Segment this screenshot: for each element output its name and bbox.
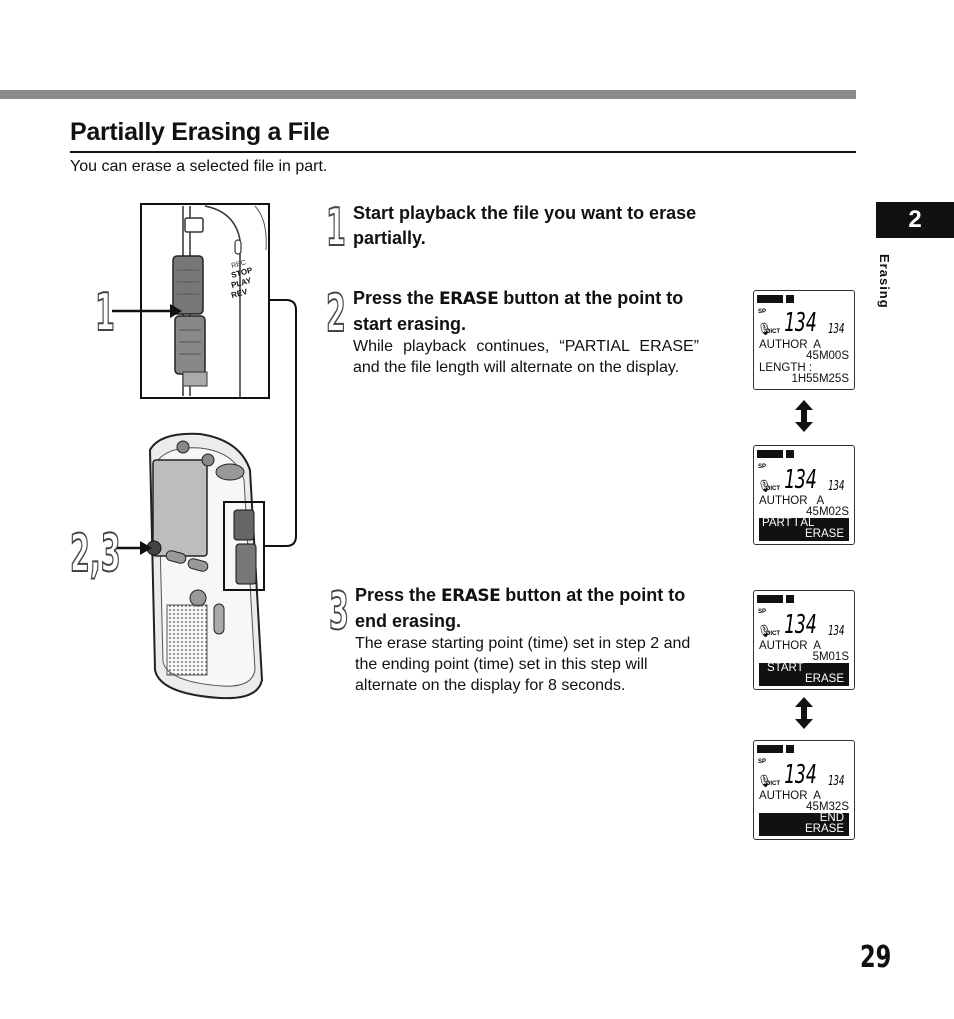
lcd-status-text: ERASE	[805, 673, 844, 685]
lcd-line-time: 45M02S	[806, 506, 849, 518]
lcd-status-text: ERASE	[805, 823, 844, 835]
mic-icon: 🎙	[757, 322, 772, 336]
lcd-status-bar: END ERASE	[759, 812, 849, 836]
lcd-small-digits: 134	[828, 478, 844, 493]
double-arrow-icon	[795, 697, 813, 729]
chapter-label: Erasing	[877, 254, 892, 309]
page-number: 29	[860, 940, 892, 975]
lcd-line-author: AUTHOR A	[759, 640, 821, 652]
lcd-digits: 134	[784, 465, 817, 495]
device-label-rec: REC	[231, 259, 247, 270]
svg-text:SP: SP	[758, 309, 766, 315]
lcd-status-bar: PART I AL ERASE	[759, 517, 849, 541]
svg-text:DICT: DICT	[766, 781, 780, 787]
callout-number-1: 1	[94, 283, 115, 343]
step-2-body: While playback continues, “PARTIAL ERASE…	[353, 338, 699, 376]
lcd-line-author: AUTHOR A	[759, 790, 821, 802]
lcd-line-length-label: LENGTH :	[759, 362, 813, 374]
step-number-3: 3	[328, 582, 349, 642]
svg-text:SP: SP	[758, 759, 766, 765]
lcd-small-digits: 134	[828, 321, 844, 336]
lcd-icon-row: SP 🎙 DICT 134 134	[757, 295, 844, 338]
svg-text:SP: SP	[758, 464, 766, 470]
mic-icon: 🎙	[757, 479, 772, 493]
lcd-icon-row: SP 🎙 DICT 134 134	[757, 595, 844, 640]
lcd-display: SP 🎙 DICT 134 134 AUTHOR A 45M02S PART I…	[753, 445, 855, 545]
lcd-status-text: START	[767, 662, 804, 674]
page-title: Partially Erasing a File	[70, 118, 330, 146]
lcd-status-text: PART I AL	[762, 517, 815, 529]
svg-text:DICT: DICT	[766, 329, 780, 335]
lcd-status-text: END	[819, 812, 844, 824]
mic-icon: 🎙	[757, 774, 772, 788]
lcd-small-digits: 134	[828, 773, 844, 788]
lcd-digits: 134	[784, 308, 817, 338]
step-3-body: The erase starting point (time) set in s…	[355, 635, 691, 694]
closeup-illustration	[140, 203, 270, 399]
step-number-2: 2	[325, 284, 346, 344]
title-underline	[70, 151, 856, 153]
lcd-display: SP 🎙 DICT 134 134 AUTHOR A 5M01S START E…	[753, 590, 855, 690]
callout-number-2-3: 2,3	[69, 524, 121, 584]
lcd-display: SP 🎙 DICT 134 134 AUTHOR A 45M00S LENGTH…	[753, 290, 855, 390]
lcd-icon-row: SP 🎙 DICT 134 134	[757, 450, 844, 495]
lcd-line-length: 1H55M25S	[791, 373, 849, 385]
lcd-line-author: AUTHOR A	[759, 339, 821, 351]
mic-icon: 🎙	[757, 624, 772, 638]
lcd-line-time: 5M01S	[812, 651, 849, 663]
step-1-heading: Start playback the file you want to eras…	[353, 203, 697, 248]
step-2-heading: Press the ERASE button at the point to s…	[353, 288, 684, 334]
step-number-1: 1	[325, 198, 346, 258]
lcd-line-author: AUTHOR A	[759, 495, 825, 507]
lcd-status-bar: START ERASE	[759, 662, 849, 686]
erase-key-label: ERASE	[439, 289, 499, 309]
svg-text:SP: SP	[758, 609, 766, 615]
intro-text: You can erase a selected file in part.	[70, 158, 328, 175]
svg-text:DICT: DICT	[766, 486, 780, 492]
double-arrow-icon	[795, 400, 813, 432]
step-3-heading: Press the ERASE button at the point to e…	[355, 585, 686, 631]
connector-line	[264, 299, 297, 547]
erase-key-label: ERASE	[441, 586, 501, 606]
lcd-line-time: 45M32S	[806, 801, 849, 813]
header-rule-bar	[0, 90, 856, 99]
lcd-digits: 134	[784, 610, 817, 640]
recorder-illustration	[146, 432, 265, 700]
lcd-small-digits: 134	[828, 623, 844, 638]
lcd-display: SP 🎙 DICT 134 134 AUTHOR A 45M32S END ER…	[753, 740, 855, 840]
lcd-icon-row: SP 🎙 DICT 134 134	[757, 745, 844, 790]
device-label-rev: REV	[230, 287, 249, 300]
lcd-digits: 134	[784, 760, 817, 790]
chapter-tab: 2	[876, 202, 954, 238]
lcd-line-time: 45M00S	[806, 350, 849, 362]
svg-text:DICT: DICT	[766, 631, 780, 637]
lcd-status-text: ERASE	[805, 528, 844, 540]
